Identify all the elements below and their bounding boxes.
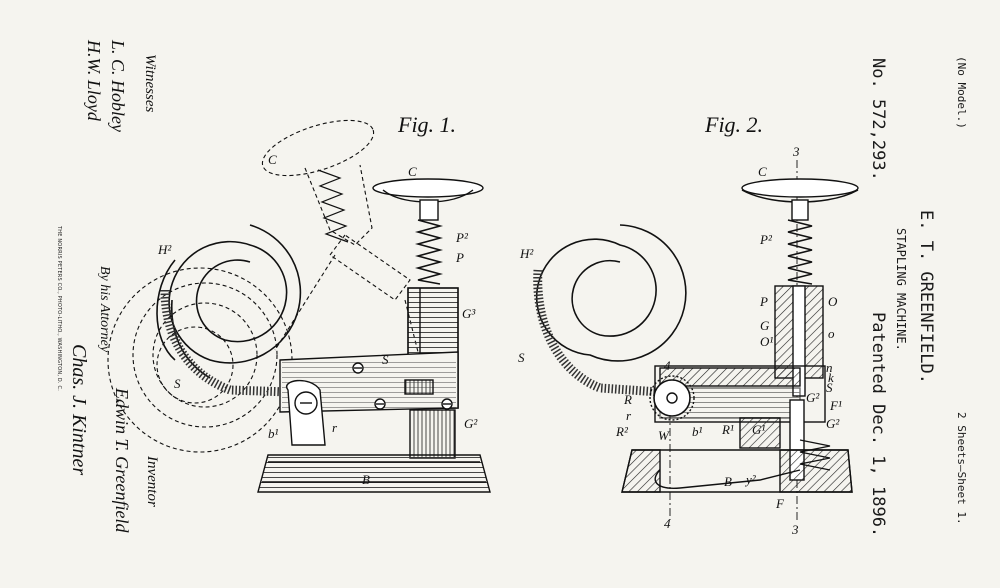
fig1-spring <box>414 219 444 285</box>
fig2-serrated-strip <box>533 269 661 397</box>
fig2-labels: Fig. 2. C 3 P² H² P O G o O¹ S 4 R r n k… <box>518 112 842 537</box>
fig2-label-S-small: S <box>826 380 833 395</box>
fig2-label-o: o <box>828 326 835 341</box>
fig2-label-y2: y² <box>744 472 757 487</box>
inventor-signature: Edwin T. Greenfield <box>112 388 132 533</box>
fig2-label-W: W <box>658 428 670 443</box>
fig1-label-C-alt: C <box>268 152 277 167</box>
fig2-title: Fig. 2. <box>704 112 763 137</box>
fig1-label-P: P <box>455 250 464 265</box>
fig1-spiral-coil <box>156 224 302 379</box>
fig1-label-b1: b¹ <box>268 426 279 441</box>
fig2-label-R2: R² <box>615 424 629 439</box>
fig2-label-O1: O¹ <box>760 334 773 349</box>
fig1-title: Fig. 1. <box>397 112 456 137</box>
fig1-label-C: C <box>408 164 417 179</box>
fig2-spiral-coil <box>535 224 687 362</box>
fig2-label-4-top: 4 <box>664 358 671 373</box>
inventor-heading: Inventor <box>144 456 160 507</box>
fig2-drawing <box>533 160 859 520</box>
fig2-label-B: B <box>724 474 732 489</box>
fig1-label-r: r <box>332 420 338 435</box>
fig2-label-F: F <box>775 496 785 511</box>
fig1-label-P2: P² <box>455 230 469 245</box>
fig2-label-G: G <box>760 318 770 333</box>
patent-number: No. 572,293. <box>868 58 888 181</box>
fig2-label-F1: F¹ <box>829 398 842 413</box>
patented-date: Patented Dec. 1, 1896. <box>868 312 888 538</box>
attorney-line: By his Attorney <box>97 266 112 353</box>
fig2-label-S: S <box>518 350 525 365</box>
fig1-label-G2: G² <box>464 416 478 431</box>
sheet-count: 2 Sheets—Sheet 1. <box>955 412 968 525</box>
fig2-label-n: n <box>826 360 833 375</box>
attorney-signature: Chas. J. Kintner <box>68 344 90 476</box>
fig2-label-R: R <box>623 392 632 407</box>
fig1-label-G3: G³ <box>462 306 476 321</box>
fig1-label-S-strip: S <box>174 376 181 391</box>
witnesses-heading: Witnesses <box>142 54 158 113</box>
fig2-label-R1: R¹ <box>721 422 734 437</box>
fig1-serrated-strip <box>160 289 291 397</box>
fig2-label-H2: H² <box>519 246 534 261</box>
fig1-label-H2: H² <box>157 242 172 257</box>
invention-title: STAPLING MACHINE. <box>894 228 908 351</box>
fig1-labels: Fig. 1. C C P² P H² G³ S S G² b¹ r B <box>157 112 478 487</box>
witness-name-2: H.W. Lloyd <box>84 40 104 121</box>
fig2-label-b1: b¹ <box>692 424 703 439</box>
fig2-label-3-bottom: 3 <box>791 522 799 537</box>
fig1-alt-spring <box>317 169 349 243</box>
fig1-drawing <box>107 119 491 493</box>
fig1-label-B: B <box>362 472 370 487</box>
fig2-label-r: r <box>626 408 632 423</box>
fig2-label-P: P <box>759 294 768 309</box>
fig2-label-4-bottom: 4 <box>664 516 671 531</box>
fig2-spring <box>787 219 813 285</box>
fig2-label-C: C <box>758 164 767 179</box>
witness-name-1: L. C. Hobley <box>108 40 128 132</box>
fig2-label-G1: G¹ <box>752 422 765 437</box>
fig2-label-P2: P² <box>759 232 773 247</box>
fig1-label-S-slot: S <box>382 352 389 367</box>
fig2-label-G2-small: G² <box>806 390 820 405</box>
inventor-name: E. T. GREENFIELD. <box>916 210 936 384</box>
fig2-label-3-top: 3 <box>792 144 800 159</box>
no-model-note: (No Model.) <box>955 56 968 129</box>
fig2-label-k: k <box>828 370 834 385</box>
printer-note: THE NORRIS PETERS CO., PHOTO-LITHO., WAS… <box>56 226 62 392</box>
fig1-base <box>257 454 491 493</box>
fig2-label-O: O <box>828 294 838 309</box>
fig2-label-G2: G² <box>826 416 840 431</box>
